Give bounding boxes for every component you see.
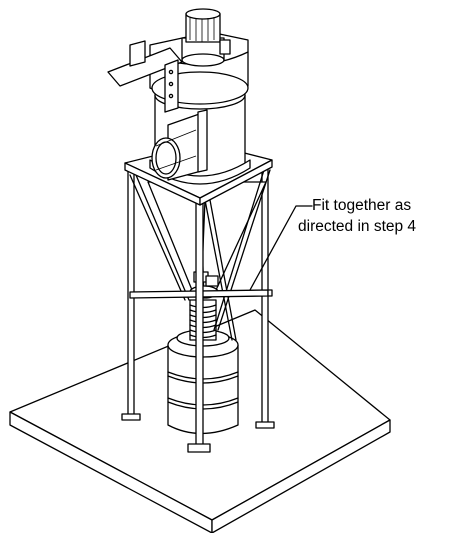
outlet-flange: [108, 41, 182, 112]
stand-front-legs: [188, 188, 210, 452]
inlet-port: [152, 110, 207, 180]
blower-motor: [182, 9, 230, 66]
callout-line-1: Fit together as: [312, 197, 412, 214]
callout-leader-line: [250, 206, 312, 290]
callout-line-2: directed in step 4: [298, 218, 417, 235]
